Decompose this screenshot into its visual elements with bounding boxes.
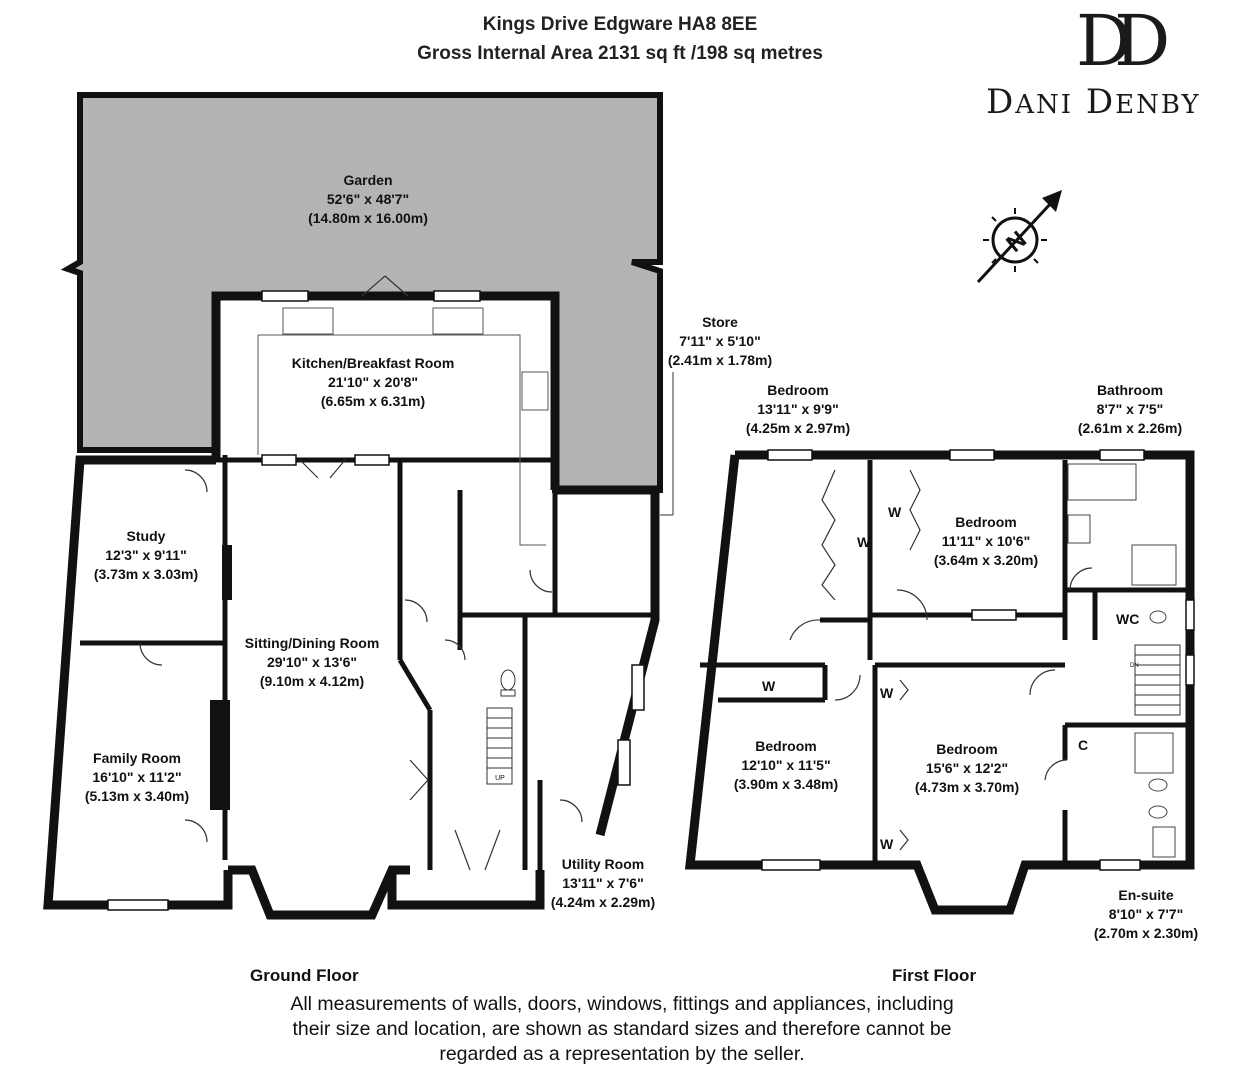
compass-north-arrow-icon: N (976, 190, 1062, 284)
room-label-bedroom-3: Bedroom 12'10" x 11'5" (3.90m x 3.48m) (733, 738, 839, 792)
wardrobe-label-3: W (762, 678, 776, 694)
room-label-bedroom-1: Bedroom 13'11" x 9'9" (4.25m x 2.97m) (745, 382, 851, 436)
wardrobe-label-4: W (880, 685, 894, 701)
room-label-sitting-dining: Sitting/Dining Room 29'10" x 13'6" (9.10… (244, 635, 380, 689)
wardrobe-label-1: W (857, 534, 871, 550)
wc-label: WC (1116, 611, 1139, 627)
first-floor-inner-walls (700, 460, 1190, 865)
room-label-store: Store 7'11" x 5'10" (2.41m x 1.78m) (667, 314, 773, 368)
room-label-kitchen: Kitchen/Breakfast Room 21'10" x 20'8" (6… (291, 355, 455, 409)
brand-rest-last: ENBY (1115, 90, 1201, 120)
stair-up-label: UP (495, 775, 505, 782)
ground-stairs (486, 707, 513, 785)
brand-initial-last: D (1085, 82, 1116, 122)
ground-floor-windows (107, 290, 645, 911)
room-label-study: Study 12'3" x 9'11" (3.73m x 3.03m) (93, 528, 199, 582)
room-label-bedroom-2: Bedroom 11'11" x 10'6" (3.64m x 3.20m) (933, 514, 1039, 568)
disclaimer-line-1: All measurements of walls, doors, window… (290, 993, 954, 1015)
wardrobe-label-2: W (888, 504, 902, 520)
brand-name: DANI DENBY (986, 82, 1201, 122)
wardrobe-label-5: W (880, 836, 894, 852)
cupboard-label: C (1078, 737, 1088, 753)
disclaimer: All measurements of walls, doors, window… (222, 992, 1022, 1067)
room-label-family-room: Family Room 16'10" x 11'2" (5.13m x 3.40… (84, 750, 190, 804)
property-address: Kings Drive Edgware HA8 8EE (482, 14, 758, 35)
disclaimer-line-2: their size and location, are shown as st… (292, 1018, 952, 1040)
first-floor-label: First Floor (892, 966, 977, 985)
room-label-bedroom-4: Bedroom 15'6" x 12'2" (4.73m x 3.70m) (914, 741, 1020, 795)
ground-floor-label: Ground Floor (250, 966, 359, 985)
room-label-garden: Garden 52'6" x 48'7" (14.80m x 16.00m) (308, 172, 428, 226)
disclaimer-line-3: regarded as a representation by the sell… (439, 1043, 805, 1065)
room-label-bathroom: Bathroom 8'7" x 7'5" (2.61m x 2.26m) (1077, 382, 1183, 436)
room-label-utility: Utility Room 13'11" x 7'6" (4.24m x 2.29… (550, 856, 656, 910)
first-floor-windows (761, 449, 1195, 871)
brand-rest-first: ANI (1015, 90, 1074, 120)
room-label-ensuite: En-suite 8'10" x 7'7" (2.70m x 2.30m) (1093, 887, 1199, 941)
gross-internal-area: Gross Internal Area 2131 sq ft /198 sq m… (417, 43, 823, 64)
brand-initial-first: D (986, 82, 1016, 122)
stair-down-label: DN (1130, 663, 1139, 669)
